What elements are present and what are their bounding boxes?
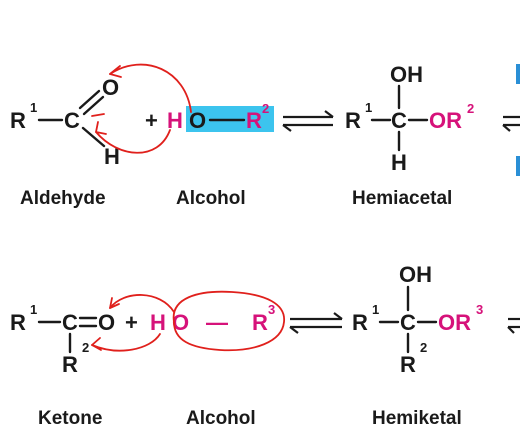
alcohol-top-r: R — [246, 108, 262, 133]
annotation-arrow-o-attack — [109, 63, 192, 113]
annotation-arrowhead-top-a — [109, 65, 122, 78]
ketone-c: C — [62, 310, 78, 335]
annotation-arrow-h-transfer-bottom — [91, 333, 161, 352]
annotation-arrowhead-bottom-a — [109, 297, 120, 309]
aldehyde-double-bond-b — [82, 95, 105, 116]
alcohol-top-r-sup: 2 — [262, 101, 269, 116]
edge-fragment-mid — [516, 156, 520, 176]
hemiketal-r2-sup: 2 — [420, 340, 427, 355]
plus-sign-bottom: + — [125, 310, 138, 335]
hemiketal-r1: R — [352, 310, 368, 335]
annotation-arrow-h-transfer — [95, 129, 171, 154]
annotation-stroke-top — [91, 113, 105, 117]
hemiacetal-or: OR — [429, 108, 462, 133]
annotation-arrows-top — [91, 63, 192, 154]
equilibrium-arrow-top — [282, 110, 334, 132]
label-alcohol-top: Alcohol — [176, 188, 246, 209]
annotation-arrow-o-to-c — [109, 294, 175, 313]
aldehyde-c: C — [64, 108, 80, 133]
equilibrium-arrow-bottom — [289, 312, 343, 334]
hemiacetal-r-sup: 1 — [365, 100, 372, 115]
hemiketal-oh-o: OH — [399, 262, 432, 287]
clipped-arrow-top — [502, 115, 520, 132]
ketone-r1-sup: 1 — [30, 302, 37, 317]
ketone-o: O — [98, 310, 115, 335]
annotation-arrows-bottom — [91, 290, 285, 352]
hemiacetal-or-sup: 2 — [467, 101, 474, 116]
hemiacetal-r: R — [345, 108, 361, 133]
annotation-circle-o-r — [172, 290, 285, 352]
alcohol-top-o: O — [189, 108, 206, 133]
annotation-arrowhead-bottom-b — [91, 337, 102, 351]
alcohol-top-h: H — [167, 108, 183, 133]
aldehyde-double-bond-a — [78, 89, 101, 110]
hemiketal-or-sup: 3 — [476, 302, 483, 317]
alcohol-bottom-r: R — [252, 310, 268, 335]
plus-sign-top: + — [145, 108, 158, 133]
hemiacetal-c: C — [391, 108, 407, 133]
aldehyde-o: O — [102, 75, 119, 100]
ketone-r2: R — [62, 352, 78, 377]
hemiketal-r1-sup: 1 — [372, 302, 379, 317]
hemiketal-c: C — [400, 310, 416, 335]
edge-fragment-top — [516, 64, 520, 84]
aldehyde-c-h-bond — [81, 126, 106, 148]
alcohol-bottom-r-sup: 3 — [268, 302, 275, 317]
ketone-r2-sup: 2 — [82, 340, 89, 355]
hemiketal-or: OR — [438, 310, 471, 335]
alcohol-bottom-o: O — [172, 310, 189, 335]
hemiketal-r2: R — [400, 352, 416, 377]
label-aldehyde: Aldehyde — [20, 188, 106, 209]
label-alcohol-bottom: Alcohol — [186, 408, 256, 429]
annotation-arrowhead-top-b — [95, 121, 107, 135]
hemiacetal-oh-o: OH — [390, 62, 423, 87]
aldehyde-h: H — [104, 144, 120, 169]
label-ketone: Ketone — [38, 408, 102, 429]
ketone-r1: R — [10, 310, 26, 335]
alcohol-bottom-h: H — [150, 310, 166, 335]
hemiacetal-h: H — [391, 150, 407, 175]
clipped-arrow-bottom — [507, 317, 520, 334]
aldehyde-r: R — [10, 108, 26, 133]
alcohol-bottom-dash: — — [206, 310, 228, 335]
aldehyde-r-sup: 1 — [30, 100, 37, 115]
label-hemiketal: Hemiketal — [372, 408, 462, 429]
label-hemiacetal: Hemiacetal — [352, 188, 452, 209]
